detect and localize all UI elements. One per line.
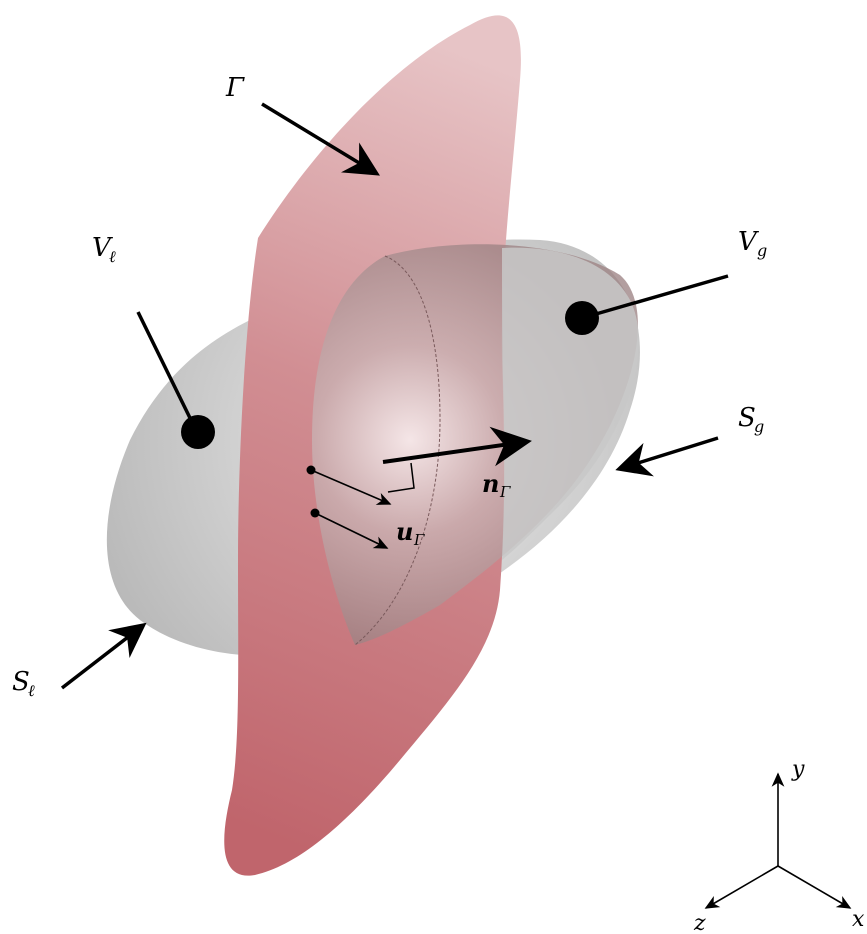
liquid-volume-point (181, 415, 215, 449)
s-l-label-sub: ℓ (28, 681, 35, 700)
intersection-curve (354, 255, 441, 646)
n-gamma-label: n (482, 469, 499, 498)
s-g-label-sub: g (754, 417, 764, 436)
v-g-label-sub: g (757, 241, 767, 260)
gas-volume-point (565, 301, 599, 335)
normal-vector-arrow (382, 426, 532, 467)
axis-x-label: x (852, 907, 865, 932)
velocity-arrow-2 (314, 512, 389, 549)
v-l-leader (136, 311, 192, 419)
gamma-label: Γ (225, 73, 245, 103)
u-gamma-label-sub: Γ (413, 531, 425, 549)
v-l-label-sub: ℓ (109, 247, 116, 266)
s-l-label: S (12, 667, 30, 697)
n-gamma-label-sub: Γ (499, 483, 511, 501)
gamma-arrow (261, 102, 380, 176)
axis-z-label: z (693, 911, 706, 934)
u-gamma-label: u (396, 517, 413, 546)
v-g-leader (595, 274, 729, 316)
s-l-arrow (60, 622, 147, 690)
z-axis (704, 865, 779, 909)
axis-y-label: y (791, 757, 805, 782)
bubble-gas-region (502, 247, 639, 561)
v-l-label: V (92, 233, 113, 263)
velocity-arrow-1 (310, 469, 392, 505)
s-g-arrow (615, 436, 719, 477)
right-angle-marker (387, 462, 415, 493)
s-g-label: S (738, 403, 756, 433)
x-axis (777, 865, 852, 909)
v-g-label: V (738, 227, 759, 257)
coordinate-axes (704, 772, 852, 909)
